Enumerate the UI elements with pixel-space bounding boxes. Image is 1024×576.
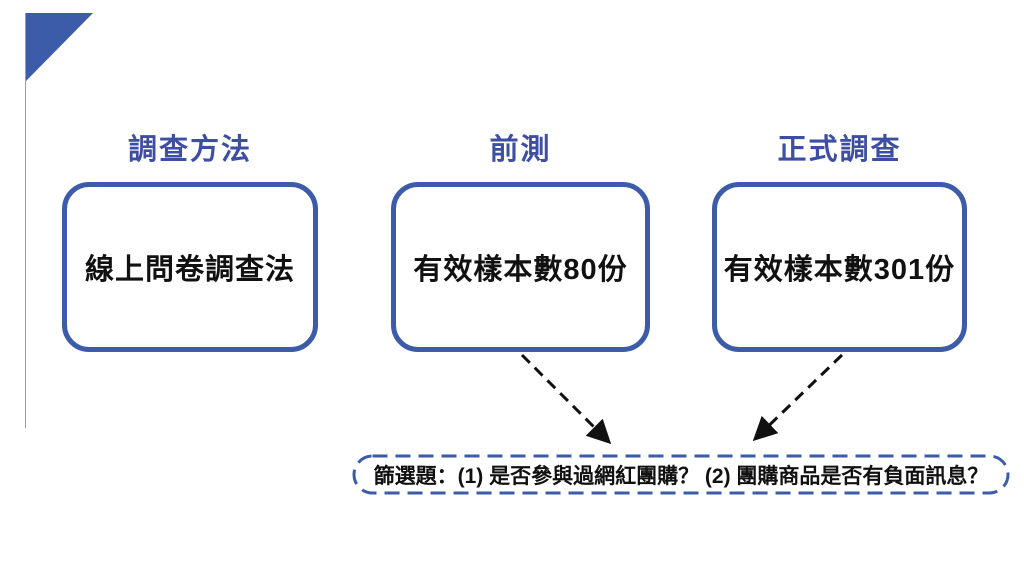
arrow-pretest-to-screening xyxy=(520,353,612,445)
screening-note-pill: 篩選題：(1) 是否參與過網紅團購？ (2) 團購商品是否有負面訊息？ xyxy=(352,454,1010,495)
dashed-pill-border xyxy=(352,454,1010,495)
arrow-formal-to-screening xyxy=(752,353,844,442)
column-heading-formal-survey: 正式調查 xyxy=(777,134,902,166)
box-formal-survey-samples: 有效樣本數301份 xyxy=(712,182,967,352)
box-pretest-samples: 有效樣本數80份 xyxy=(391,182,650,352)
box-survey-method-label: 線上問卷調查法 xyxy=(84,254,295,286)
corner-triangle-decoration xyxy=(25,13,93,82)
left-accent-line xyxy=(25,13,26,428)
box-survey-method: 線上問卷調查法 xyxy=(62,182,318,352)
box-pretest-samples-label: 有效樣本數80份 xyxy=(413,254,628,286)
column-heading-pretest: 前測 xyxy=(489,134,552,166)
box-formal-survey-samples-label: 有效樣本數301份 xyxy=(723,254,956,286)
column-heading-survey-method: 調查方法 xyxy=(127,134,252,166)
screening-note-text: 篩選題：(1) 是否參與過網紅團購？ (2) 團購商品是否有負面訊息？ xyxy=(373,464,989,488)
